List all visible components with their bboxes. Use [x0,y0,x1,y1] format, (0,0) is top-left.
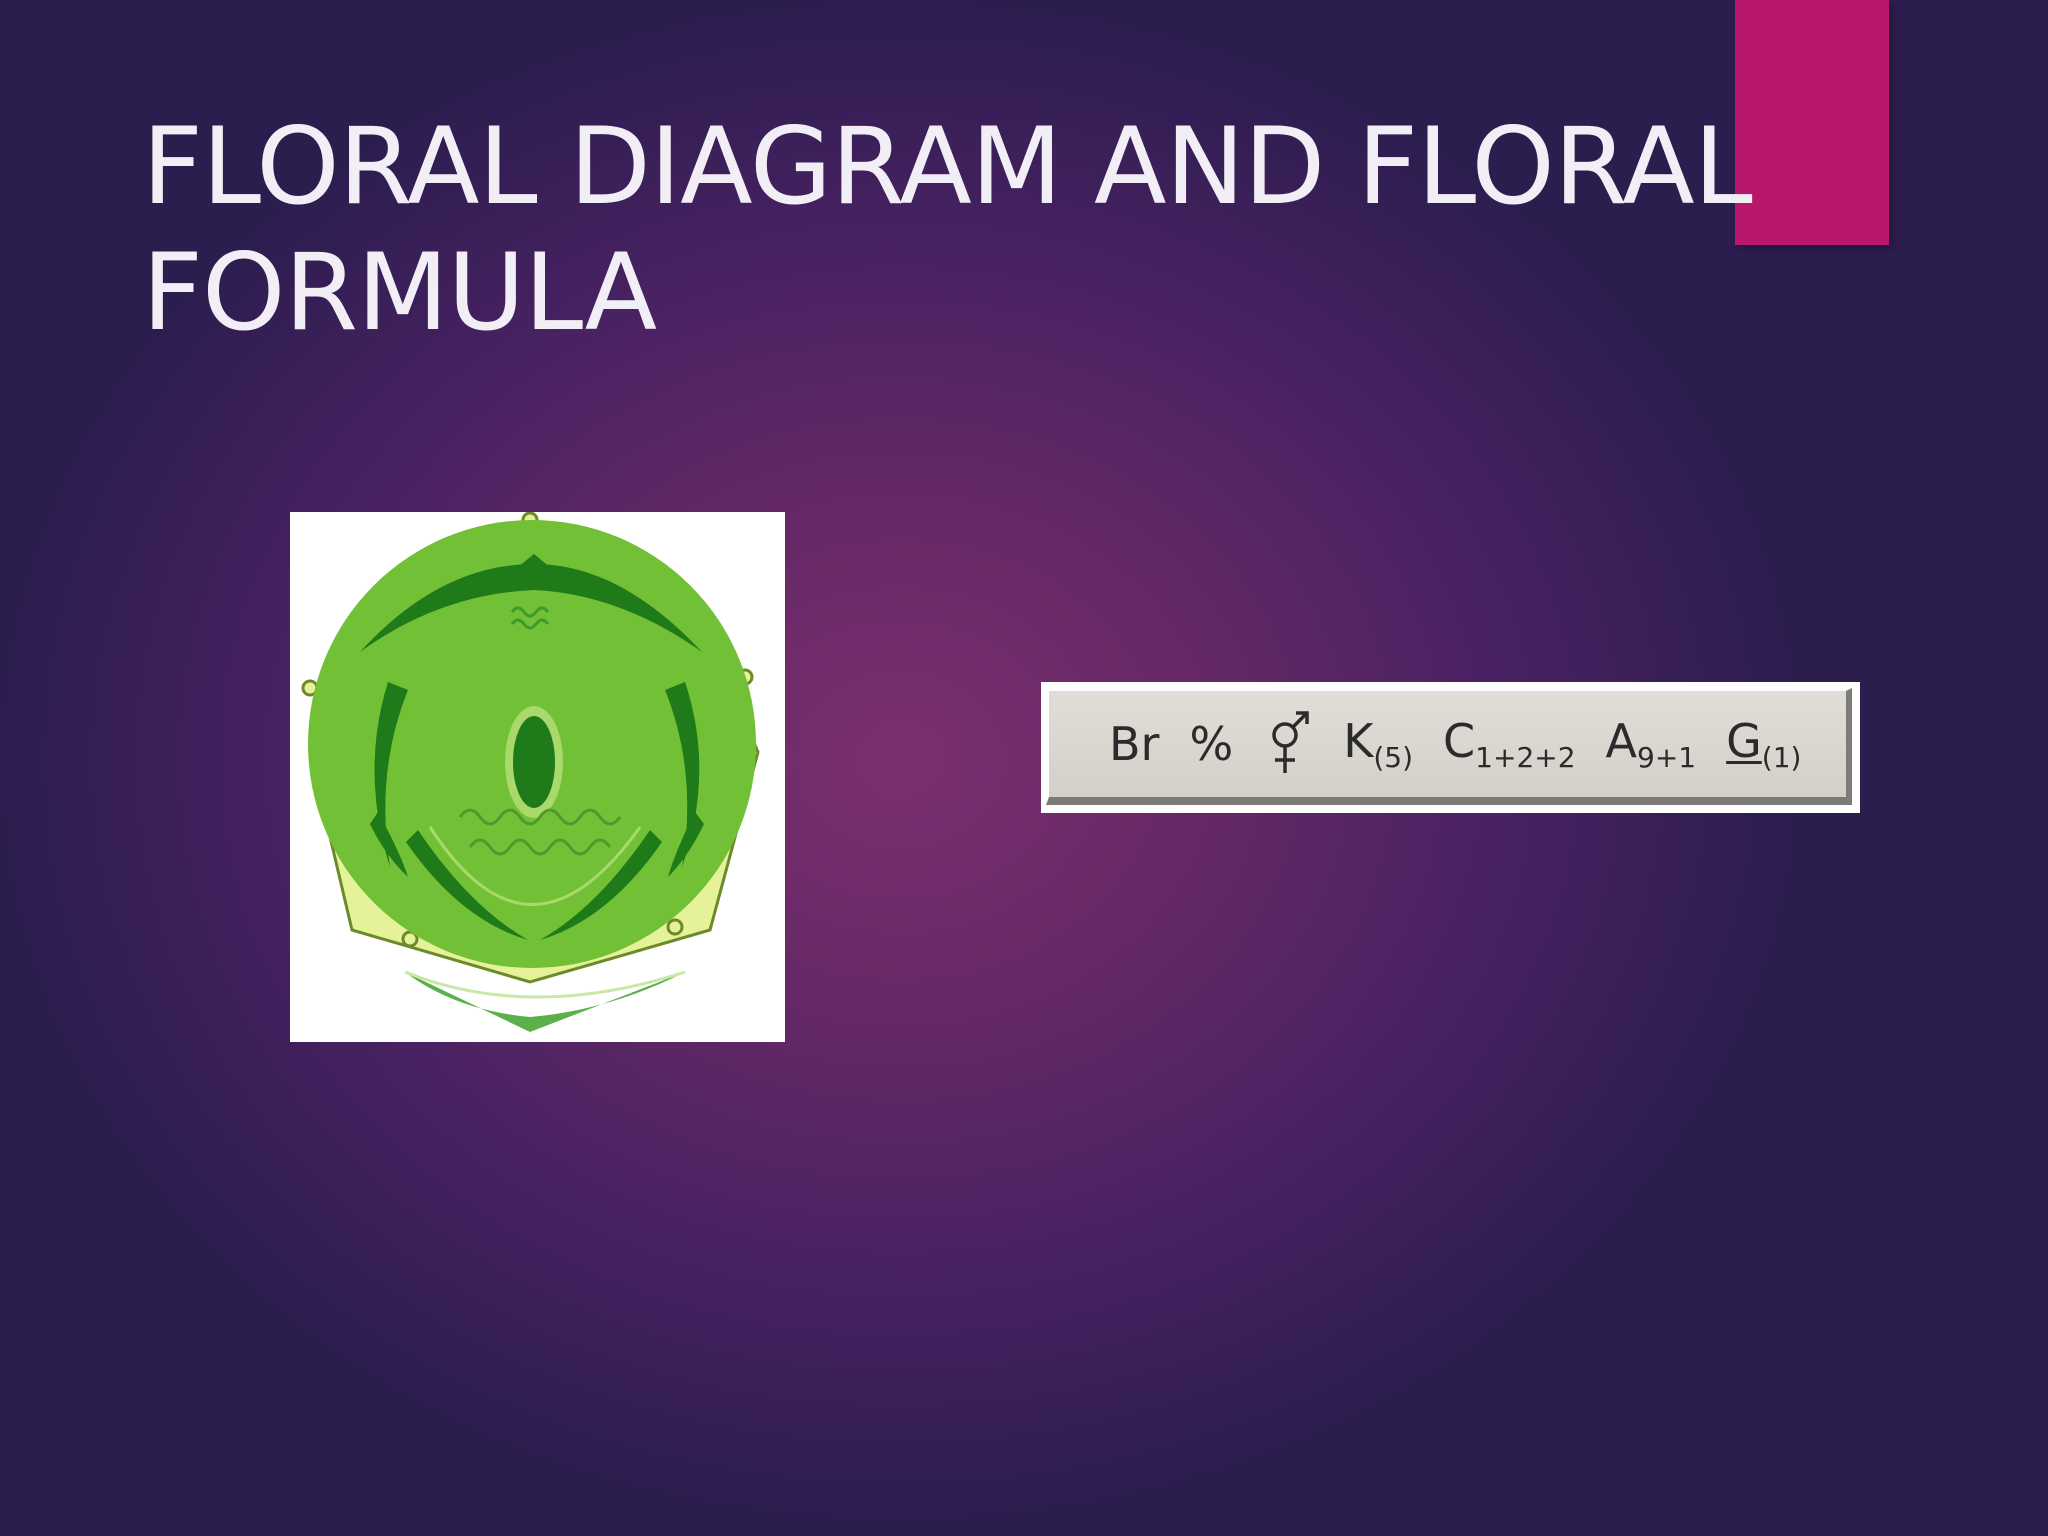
androecium-count: 9+1 [1637,741,1697,774]
keel-edge [428,826,642,906]
gynoecium-count: (1) [1761,741,1802,774]
left-wing-petal [374,682,408,867]
ovary [513,716,555,808]
accent-bar [1735,0,1889,245]
bract [405,972,685,1032]
formula-androecium: A9+1 [1606,714,1697,774]
standard-tip [512,554,556,572]
bract-outline [404,970,686,999]
calyx-letter: K [1343,714,1374,768]
left-wing-inner [370,812,408,877]
corolla-count: 1+2+2 [1475,741,1576,774]
formula-corolla: C1+2+2 [1443,714,1576,774]
calyx-count: (5) [1373,741,1414,774]
title-line-2: FORMULA [142,231,657,354]
formula-calyx: K(5) [1343,714,1413,774]
keel-left [406,830,528,940]
sepal-tip [666,918,684,936]
floral-formula-image: Br % K(5) C1+2+2 A9+1 G(1) [1041,682,1860,813]
top-mark [510,606,550,630]
right-wing-inner [668,812,704,877]
title-line-1: FLORAL DIAGRAM AND FLORAL [142,105,1753,228]
formula-bract: Br [1109,717,1160,771]
androecium-letter: A [1605,714,1638,768]
keel-right [540,830,662,940]
bisexual-icon [1267,709,1313,779]
formula-gynoecium: G(1) [1726,714,1801,774]
sepal-tip [401,930,419,948]
floral-diagram [301,512,760,1032]
floral-diagram-image [290,512,785,1042]
corolla-letter: C [1443,714,1476,768]
formula-symmetry: % [1189,717,1234,771]
stamens [458,808,622,856]
standard-petal [360,564,702,652]
gynoecium-letter: G [1726,714,1762,768]
floral-formula: Br % K(5) C1+2+2 A9+1 G(1) [1109,709,1831,779]
formula-panel: Br % K(5) C1+2+2 A9+1 G(1) [1046,688,1852,805]
slide-title: FLORAL DIAGRAM AND FLORAL FORMULA [142,104,1902,356]
